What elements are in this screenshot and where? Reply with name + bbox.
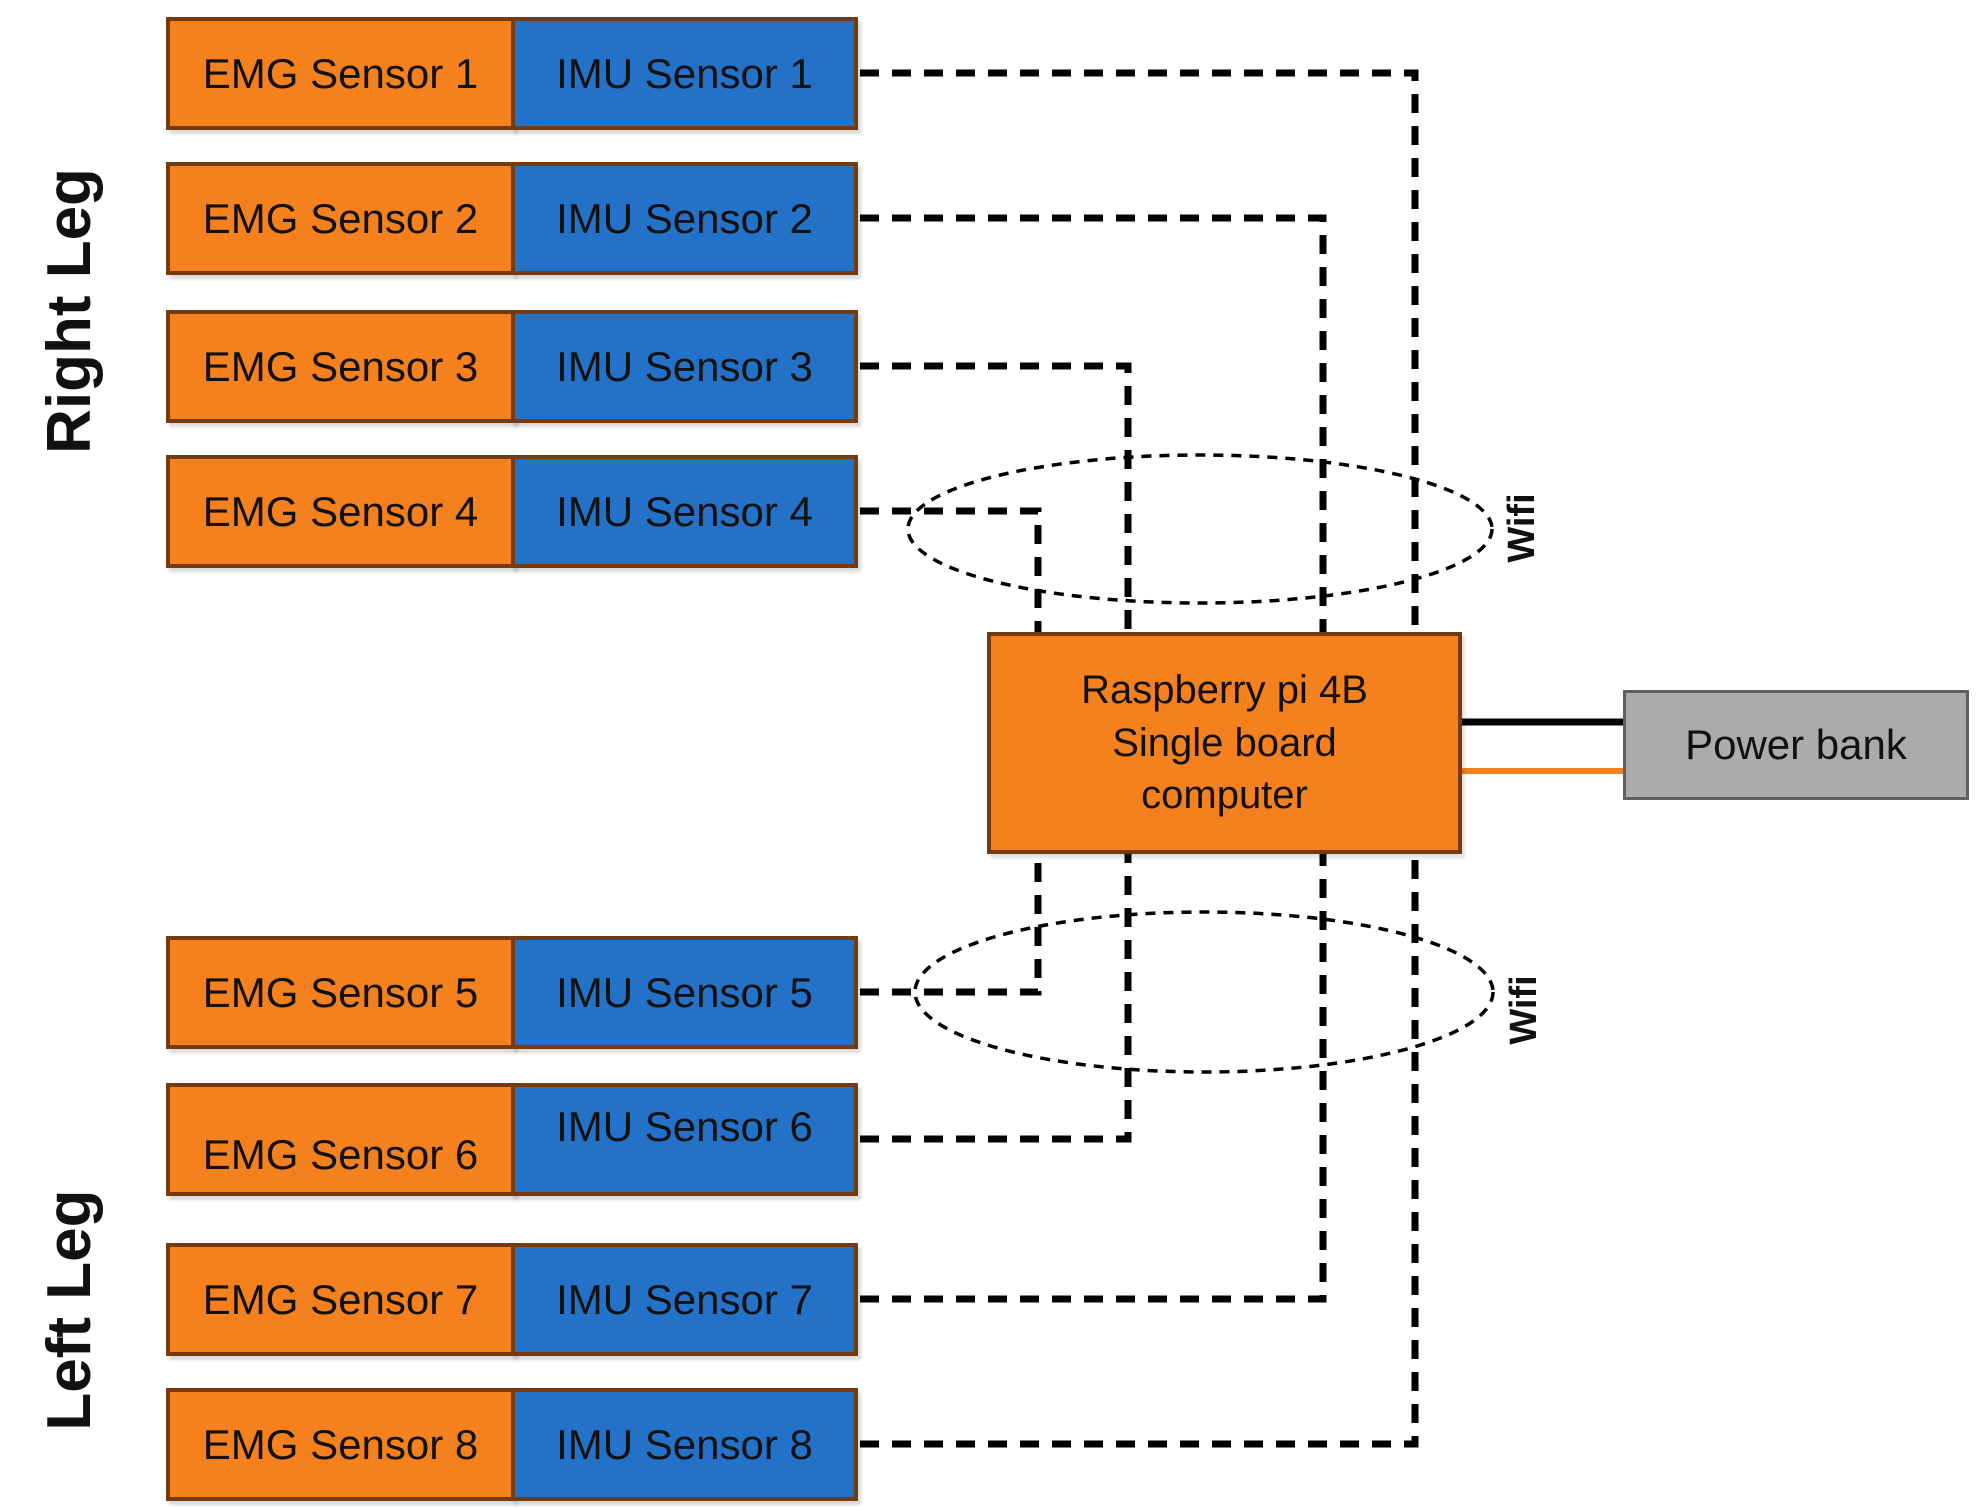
- emg-sensor-7-label: EMG Sensor 7: [202, 1275, 479, 1323]
- imu6-hub-wire: [860, 854, 1132, 1143]
- imu-sensor-3-box: IMU Sensor 3: [511, 310, 858, 423]
- imu-sensor-7-box: IMU Sensor 7: [511, 1243, 858, 1356]
- emg-sensor-8-label: EMG Sensor 8: [202, 1420, 479, 1468]
- imu-sensor-8-label: IMU Sensor 8: [556, 1420, 813, 1468]
- sensor-row-1: EMG Sensor 1 IMU Sensor 1: [166, 17, 862, 130]
- emg-sensor-5-label: EMG Sensor 5: [202, 968, 479, 1016]
- emg-sensor-2-box: EMG Sensor 2: [166, 162, 515, 275]
- imu7-hub-wire: [860, 854, 1327, 1303]
- sensor-row-8: EMG Sensor 8 IMU Sensor 8: [166, 1388, 862, 1501]
- imu-sensor-2-box: IMU Sensor 2: [511, 162, 858, 275]
- emg-sensor-5-box: EMG Sensor 5: [166, 936, 515, 1049]
- sensor-row-7: EMG Sensor 7 IMU Sensor 7: [166, 1243, 862, 1356]
- right-leg-label: Right Leg: [35, 168, 104, 454]
- emg-sensor-7-box: EMG Sensor 7: [166, 1243, 515, 1356]
- emg-sensor-1-box: EMG Sensor 1: [166, 17, 515, 130]
- wifi-label-bottom: Wifi: [1503, 975, 1545, 1045]
- power-bank-box: Power bank: [1623, 690, 1969, 800]
- emg-sensor-2-label: EMG Sensor 2: [202, 194, 479, 242]
- emg-sensor-3-label: EMG Sensor 3: [202, 342, 479, 390]
- imu-sensor-2-label: IMU Sensor 2: [556, 194, 813, 242]
- sensor-row-6: EMG Sensor 6 IMU Sensor 6: [166, 1083, 862, 1196]
- imu-sensor-5-label: IMU Sensor 5: [556, 968, 813, 1016]
- imu-sensor-1-box: IMU Sensor 1: [511, 17, 858, 130]
- emg-sensor-6-label: EMG Sensor 6: [202, 1130, 479, 1178]
- wifi-ellipse-bottom: [913, 910, 1495, 1074]
- left-leg-label: Left Leg: [35, 1189, 104, 1431]
- imu5-hub-wire: [860, 854, 1042, 996]
- wifi-label-top: Wifi: [1501, 493, 1543, 563]
- sensor-row-2: EMG Sensor 2 IMU Sensor 2: [166, 162, 862, 275]
- hub-line-1: Raspberry pi 4B: [1081, 667, 1368, 712]
- imu-sensor-8-box: IMU Sensor 8: [511, 1388, 858, 1501]
- imu-sensor-6-box: IMU Sensor 6: [511, 1083, 858, 1196]
- imu-sensor-4-label: IMU Sensor 4: [556, 487, 813, 535]
- imu8-hub-wire: [860, 854, 1419, 1448]
- imu4-hub-wire: [860, 507, 1042, 632]
- imu-sensor-4-box: IMU Sensor 4: [511, 455, 858, 568]
- sensor-row-4: EMG Sensor 4 IMU Sensor 4: [166, 455, 862, 568]
- emg-sensor-1-label: EMG Sensor 1: [202, 49, 479, 97]
- wifi-ellipse-top: [906, 453, 1494, 605]
- hub-line-3: computer: [1141, 773, 1308, 818]
- imu-sensor-7-label: IMU Sensor 7: [556, 1275, 813, 1323]
- imu1-hub-wire: [860, 69, 1419, 632]
- imu-sensor-1-label: IMU Sensor 1: [556, 49, 813, 97]
- emg-sensor-4-label: EMG Sensor 4: [202, 487, 479, 535]
- imu2-hub-wire: [860, 214, 1327, 632]
- emg-sensor-6-box: EMG Sensor 6: [166, 1083, 515, 1196]
- sensor-row-3: EMG Sensor 3 IMU Sensor 3: [166, 310, 862, 423]
- raspberry-pi-box: Raspberry pi 4B Single board computer: [987, 632, 1462, 854]
- imu3-hub-wire: [860, 362, 1132, 632]
- hub-line-2: Single board: [1112, 720, 1337, 765]
- emg-sensor-4-box: EMG Sensor 4: [166, 455, 515, 568]
- imu-sensor-6-label: IMU Sensor 6: [556, 1102, 813, 1150]
- imu-sensor-3-label: IMU Sensor 3: [556, 342, 813, 390]
- emg-sensor-3-box: EMG Sensor 3: [166, 310, 515, 423]
- power-bank-label: Power bank: [1685, 721, 1907, 768]
- imu-sensor-5-box: IMU Sensor 5: [511, 936, 858, 1049]
- emg-sensor-8-box: EMG Sensor 8: [166, 1388, 515, 1501]
- sensor-row-5: EMG Sensor 5 IMU Sensor 5: [166, 936, 862, 1049]
